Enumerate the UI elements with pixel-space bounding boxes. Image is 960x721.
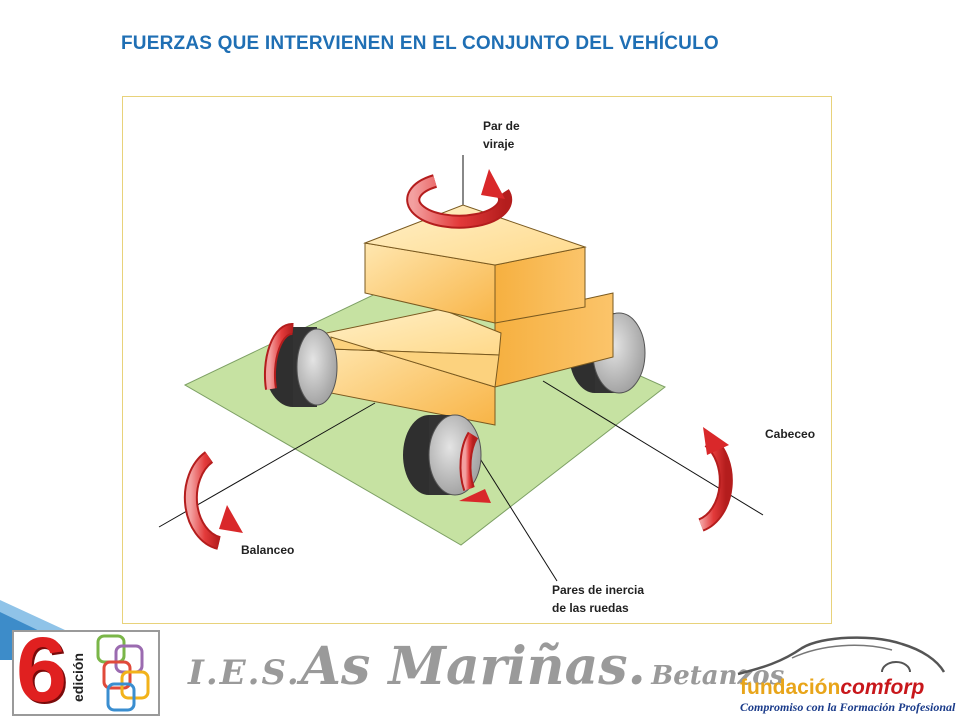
- logo-name-part2: comforp: [840, 676, 925, 699]
- edition-number: 6: [16, 619, 68, 721]
- edition-badge-frame: [12, 630, 160, 716]
- pitch-rotation-arrow: [698, 427, 733, 532]
- label-pares-inercia-line1: Pares de inercia: [552, 583, 645, 597]
- logo-tagline: Compromiso con la Formación Profesional: [740, 700, 956, 714]
- school-name: I.E.S.As Mariñas. Betanzos: [188, 636, 784, 697]
- school-main-name: As Mariñas.: [300, 636, 646, 697]
- edition-badge: 6 edición: [12, 620, 162, 720]
- logo-name-part1: fundación: [740, 676, 841, 699]
- yaw-rotation-arrow: [406, 169, 513, 229]
- car-silhouette-icon: [737, 636, 946, 676]
- edition-word: edición: [70, 652, 86, 702]
- slide-title: FUERZAS QUE INTERVIENEN EN EL CONJUNTO D…: [121, 33, 719, 54]
- diagram-panel: Par de viraje Cabeceo Balanceo Pares de …: [122, 96, 832, 624]
- label-pares-inercia-line2: de las ruedas: [552, 601, 629, 615]
- school-prefix: I.E.S.: [188, 653, 301, 693]
- label-par-de-viraje-line1: Par de: [483, 119, 520, 133]
- wheel-inertia-arrow-right: [459, 431, 491, 503]
- fundacion-comforp-logo: fundacióncomforp Compromiso con la Forma…: [732, 632, 956, 718]
- label-pares-inercia: Pares de inercia de las ruedas: [552, 581, 644, 617]
- label-par-de-viraje: Par de viraje: [483, 117, 520, 153]
- logo-name: fundacióncomforp: [740, 676, 924, 700]
- label-balanceo: Balanceo: [241, 543, 295, 557]
- label-cabeceo: Cabeceo: [765, 427, 816, 441]
- wheel-leader-line: [478, 456, 558, 582]
- wheel-inertia-arrow-left: [263, 322, 294, 390]
- vehicle-forces-diagram: [158, 155, 764, 582]
- roll-rotation-arrow: [183, 451, 243, 550]
- label-par-de-viraje-line2: viraje: [483, 137, 515, 151]
